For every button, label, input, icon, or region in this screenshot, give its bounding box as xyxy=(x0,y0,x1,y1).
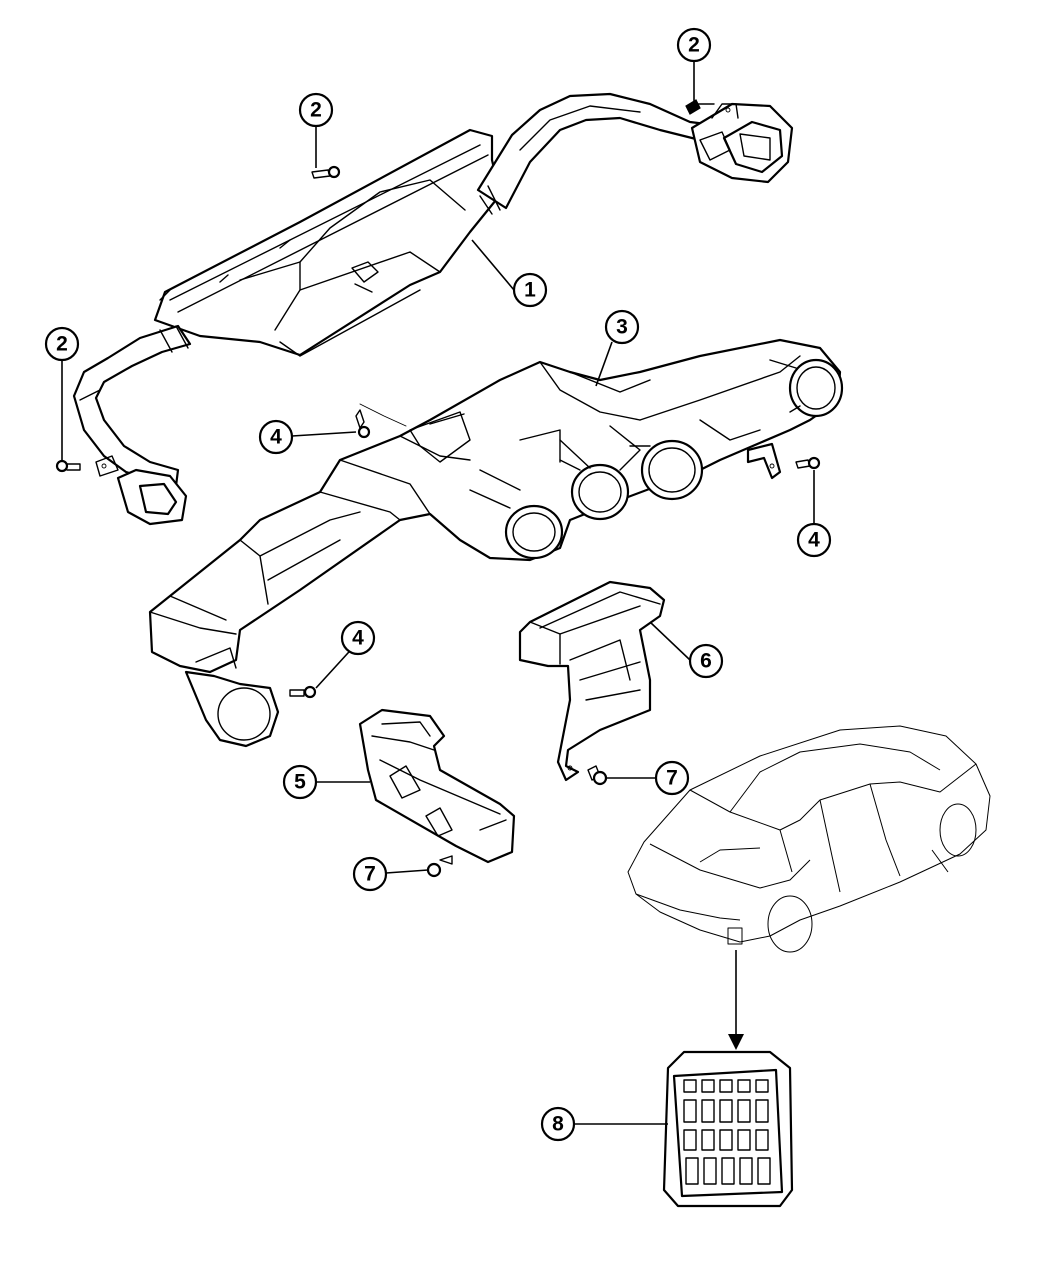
callout-2-top-right: 2 xyxy=(676,27,712,63)
callout-1: 1 xyxy=(512,272,548,308)
pressure-relief-vent xyxy=(662,1050,794,1208)
callout-4-center: 4 xyxy=(258,419,294,455)
svg-text:2: 2 xyxy=(56,333,68,356)
callout-6: 6 xyxy=(688,643,724,679)
svg-text:8: 8 xyxy=(552,1113,564,1136)
svg-text:5: 5 xyxy=(294,771,306,794)
vehicle-outline xyxy=(627,725,991,953)
svg-text:2: 2 xyxy=(688,34,700,57)
screw-2-left xyxy=(55,459,81,473)
main-panel-duct xyxy=(148,338,844,748)
screw-4-center xyxy=(355,403,407,439)
svg-text:2: 2 xyxy=(310,99,322,122)
callout-7-right: 7 xyxy=(654,760,690,796)
clip-7-bottom xyxy=(426,855,453,878)
svg-text:6: 6 xyxy=(700,650,712,673)
svg-text:4: 4 xyxy=(808,529,820,552)
svg-text:7: 7 xyxy=(364,863,376,886)
callout-8: 8 xyxy=(540,1106,576,1142)
upper-defroster-duct xyxy=(72,92,794,526)
svg-text:7: 7 xyxy=(666,767,678,790)
callout-2-top-center: 2 xyxy=(298,92,334,128)
svg-text:4: 4 xyxy=(352,627,364,650)
clip-7-right xyxy=(587,765,608,786)
svg-text:1: 1 xyxy=(524,279,536,302)
console-duct xyxy=(518,580,666,782)
left-floor-duct xyxy=(358,708,516,864)
callout-4-left: 4 xyxy=(340,620,376,656)
screw-2-top-right xyxy=(685,99,715,115)
screw-4-left xyxy=(289,685,317,699)
callout-3: 3 xyxy=(604,309,640,345)
vent-grille xyxy=(683,1079,771,1185)
svg-text:3: 3 xyxy=(616,316,628,339)
callout-4-right: 4 xyxy=(796,522,832,558)
screw-4-right xyxy=(795,456,821,470)
callout-5: 5 xyxy=(282,764,318,800)
callout-7-bottom: 7 xyxy=(352,856,388,892)
screw-2-top-center xyxy=(311,165,341,179)
callout-2-left: 2 xyxy=(44,326,80,362)
svg-text:4: 4 xyxy=(270,426,282,449)
